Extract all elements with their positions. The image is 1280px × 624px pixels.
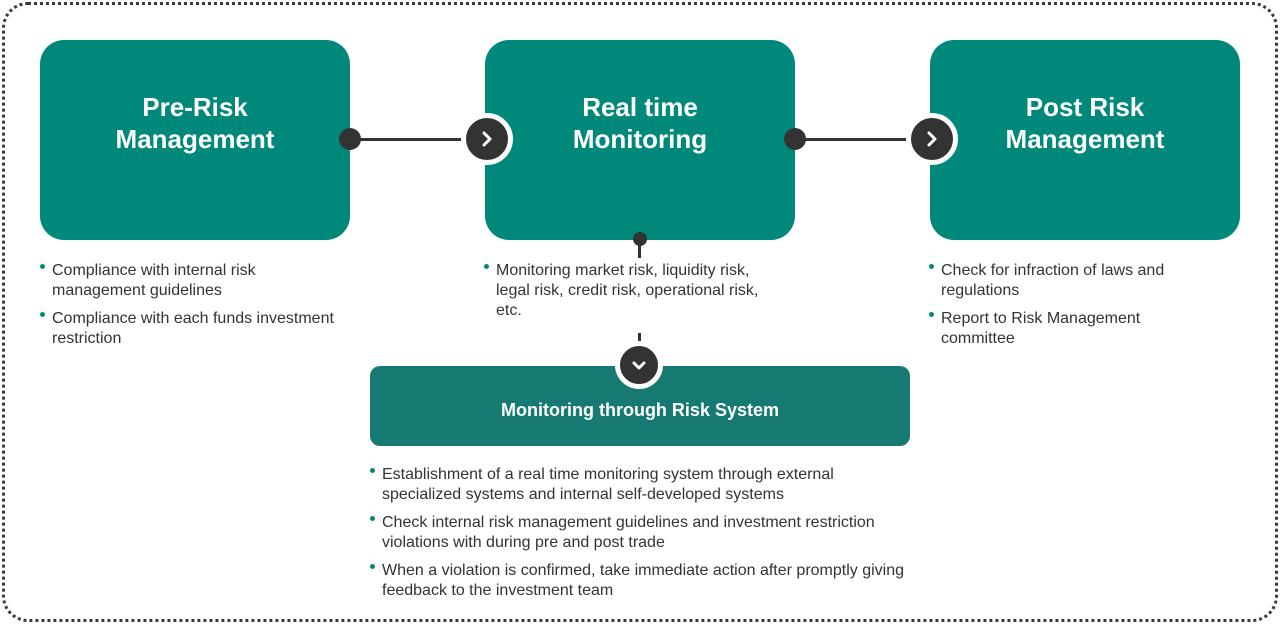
connector-dot (339, 128, 361, 150)
pre-risk-bullets: Compliance with internal risk management… (40, 261, 340, 357)
list-item: Check internal risk management guideline… (370, 513, 915, 553)
list-item: When a violation is confirmed, take imme… (370, 561, 915, 601)
risk-system-bullets: Establishment of a real time monitoring … (370, 465, 915, 609)
stage-post-risk-management: Post Risk Management (930, 40, 1240, 240)
connector-dot (784, 128, 806, 150)
list-item: Monitoring market risk, liquidity risk, … (484, 261, 784, 321)
list-item: Check for infraction of laws and regulat… (929, 261, 1209, 301)
connector-dot (633, 232, 647, 246)
stage-title: Pre-Risk Management (115, 91, 275, 154)
real-time-bullets: Monitoring market risk, liquidity risk, … (484, 261, 784, 329)
chevron-right-icon (461, 113, 513, 165)
connector-line (350, 138, 480, 141)
list-item: Establishment of a real time monitoring … (370, 465, 915, 505)
stage-real-time-monitoring: Real time Monitoring (485, 40, 795, 240)
list-item: Compliance with internal risk management… (40, 261, 340, 301)
connector-line (638, 240, 641, 258)
risk-system-title: Monitoring through Risk System (500, 399, 779, 420)
connector-line (795, 138, 925, 141)
chevron-right-icon (906, 113, 958, 165)
stage-title: Post Risk Management (1005, 91, 1165, 154)
list-item: Compliance with each funds investment re… (40, 309, 340, 349)
chevron-down-icon (615, 341, 663, 389)
stage-title: Real time Monitoring (572, 91, 708, 154)
stage-pre-risk-management: Pre-Risk Management (40, 40, 350, 240)
post-risk-bullets: Check for infraction of laws and regulat… (929, 261, 1209, 357)
list-item: Report to Risk Management committee (929, 309, 1209, 349)
